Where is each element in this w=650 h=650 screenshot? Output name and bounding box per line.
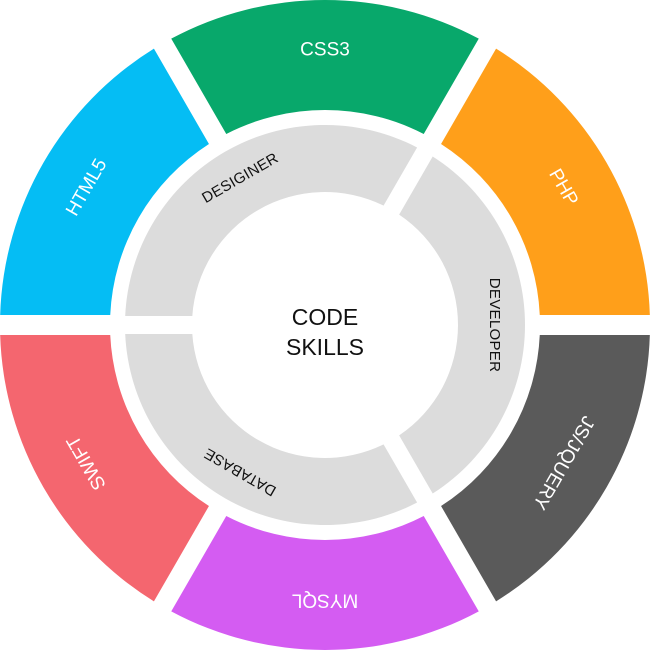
inner-segment-shape (399, 156, 525, 494)
outer-segment-shape (441, 48, 650, 315)
inner-ring: DESIGINER DEVELOPER DATABASE (125, 124, 525, 525)
outer-segment-label: CSS3 (300, 40, 350, 61)
inner-segment-shape (125, 334, 418, 525)
outer-segment-label: MYSQL (292, 590, 359, 611)
center-title-line2: SKILLS (286, 334, 364, 360)
outer-segment-shape (171, 0, 479, 135)
outer-segment-shape (0, 335, 209, 602)
outer-segment-js-jquery: JS/JQUERY (441, 335, 650, 602)
outer-segment-css3: CSS3 (171, 0, 479, 135)
outer-segment-mysql: MYSQL (171, 515, 479, 650)
inner-segment-desiginer: DESIGINER (125, 124, 418, 316)
inner-segment-database: DATABASE (125, 334, 418, 525)
outer-segment-shape (0, 48, 209, 315)
outer-segment-shape (171, 515, 479, 650)
center-label: CODE SKILLS (286, 304, 364, 360)
inner-segment-shape (125, 124, 418, 316)
inner-segment-developer: DEVELOPER (399, 156, 525, 494)
outer-segment-php: PHP (441, 48, 650, 315)
inner-segment-label: DEVELOPER (486, 278, 503, 372)
outer-segment-swift: SWIFT (0, 335, 209, 602)
center-title-line1: CODE (292, 304, 358, 330)
outer-segment-html5: HTML5 (0, 48, 209, 315)
outer-segment-shape (441, 335, 650, 602)
